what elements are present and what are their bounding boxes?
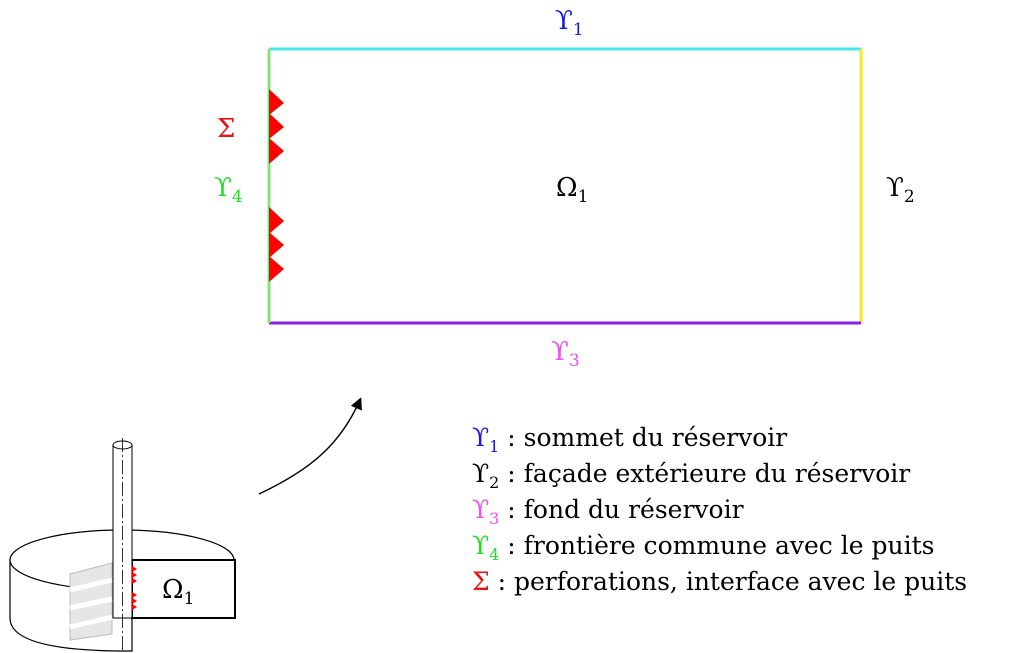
label-upsilon-4: ϒ4 bbox=[214, 173, 243, 207]
legend-symbol-index: 2 bbox=[489, 473, 499, 492]
legend-symbol-index: 4 bbox=[489, 545, 499, 564]
zoom-arrow bbox=[258, 397, 362, 495]
perforation-tooth bbox=[269, 138, 284, 164]
reservoir-inset-illustration: Ω1 bbox=[9, 438, 236, 652]
legend-text: : perforations, interface avec le puits bbox=[490, 567, 967, 596]
label-upsilon-2: ϒ2 bbox=[886, 173, 915, 207]
reservoir-cut-face bbox=[131, 559, 236, 619]
legend-text: : frontière commune avec le puits bbox=[499, 531, 934, 560]
legend-symbol: ϒ bbox=[472, 495, 489, 524]
section-stripe bbox=[69, 596, 113, 611]
legend-symbol: ϒ bbox=[472, 459, 489, 488]
legend-item: ϒ3 : fond du réservoir bbox=[472, 495, 744, 528]
legend-text: : sommet du réservoir bbox=[499, 423, 787, 452]
legend-text: : fond du réservoir bbox=[499, 495, 743, 524]
inset-omega-label: Ω1 bbox=[162, 575, 194, 609]
legend-symbol-index: 1 bbox=[489, 437, 499, 456]
label-upsilon-1: ϒ1 bbox=[555, 6, 584, 40]
perforation-tooth bbox=[269, 232, 284, 258]
legend-symbol: ϒ bbox=[472, 423, 489, 452]
label-sigma: Σ bbox=[217, 114, 235, 144]
label-omega-1: Ω1 bbox=[556, 173, 588, 207]
legend-symbol: Σ bbox=[472, 567, 490, 596]
legend-item: Σ : perforations, interface avec le puit… bbox=[472, 567, 967, 596]
perforation-tooth bbox=[269, 89, 284, 115]
label-upsilon-3: ϒ3 bbox=[551, 337, 580, 371]
perforation-tooth bbox=[269, 207, 284, 234]
inset-perforations-lower bbox=[132, 592, 137, 610]
legend-item: ϒ2 : façade extérieure du réservoir bbox=[472, 459, 910, 492]
section-stripe bbox=[69, 614, 113, 630]
legend-text: : façade extérieure du réservoir bbox=[499, 459, 910, 488]
legend-symbol: ϒ bbox=[472, 531, 489, 560]
perforation-tooth bbox=[269, 113, 284, 139]
legend-item: ϒ1 : sommet du réservoir bbox=[472, 423, 787, 456]
legend-item: ϒ4 : frontière commune avec le puits bbox=[472, 531, 934, 564]
perforation-tooth bbox=[269, 256, 284, 282]
inset-perforations-upper bbox=[132, 566, 137, 584]
legend-symbol-index: 3 bbox=[489, 509, 499, 528]
perforations-upper bbox=[269, 89, 284, 164]
section-stripe bbox=[69, 577, 113, 593]
perforations-lower bbox=[269, 207, 284, 282]
